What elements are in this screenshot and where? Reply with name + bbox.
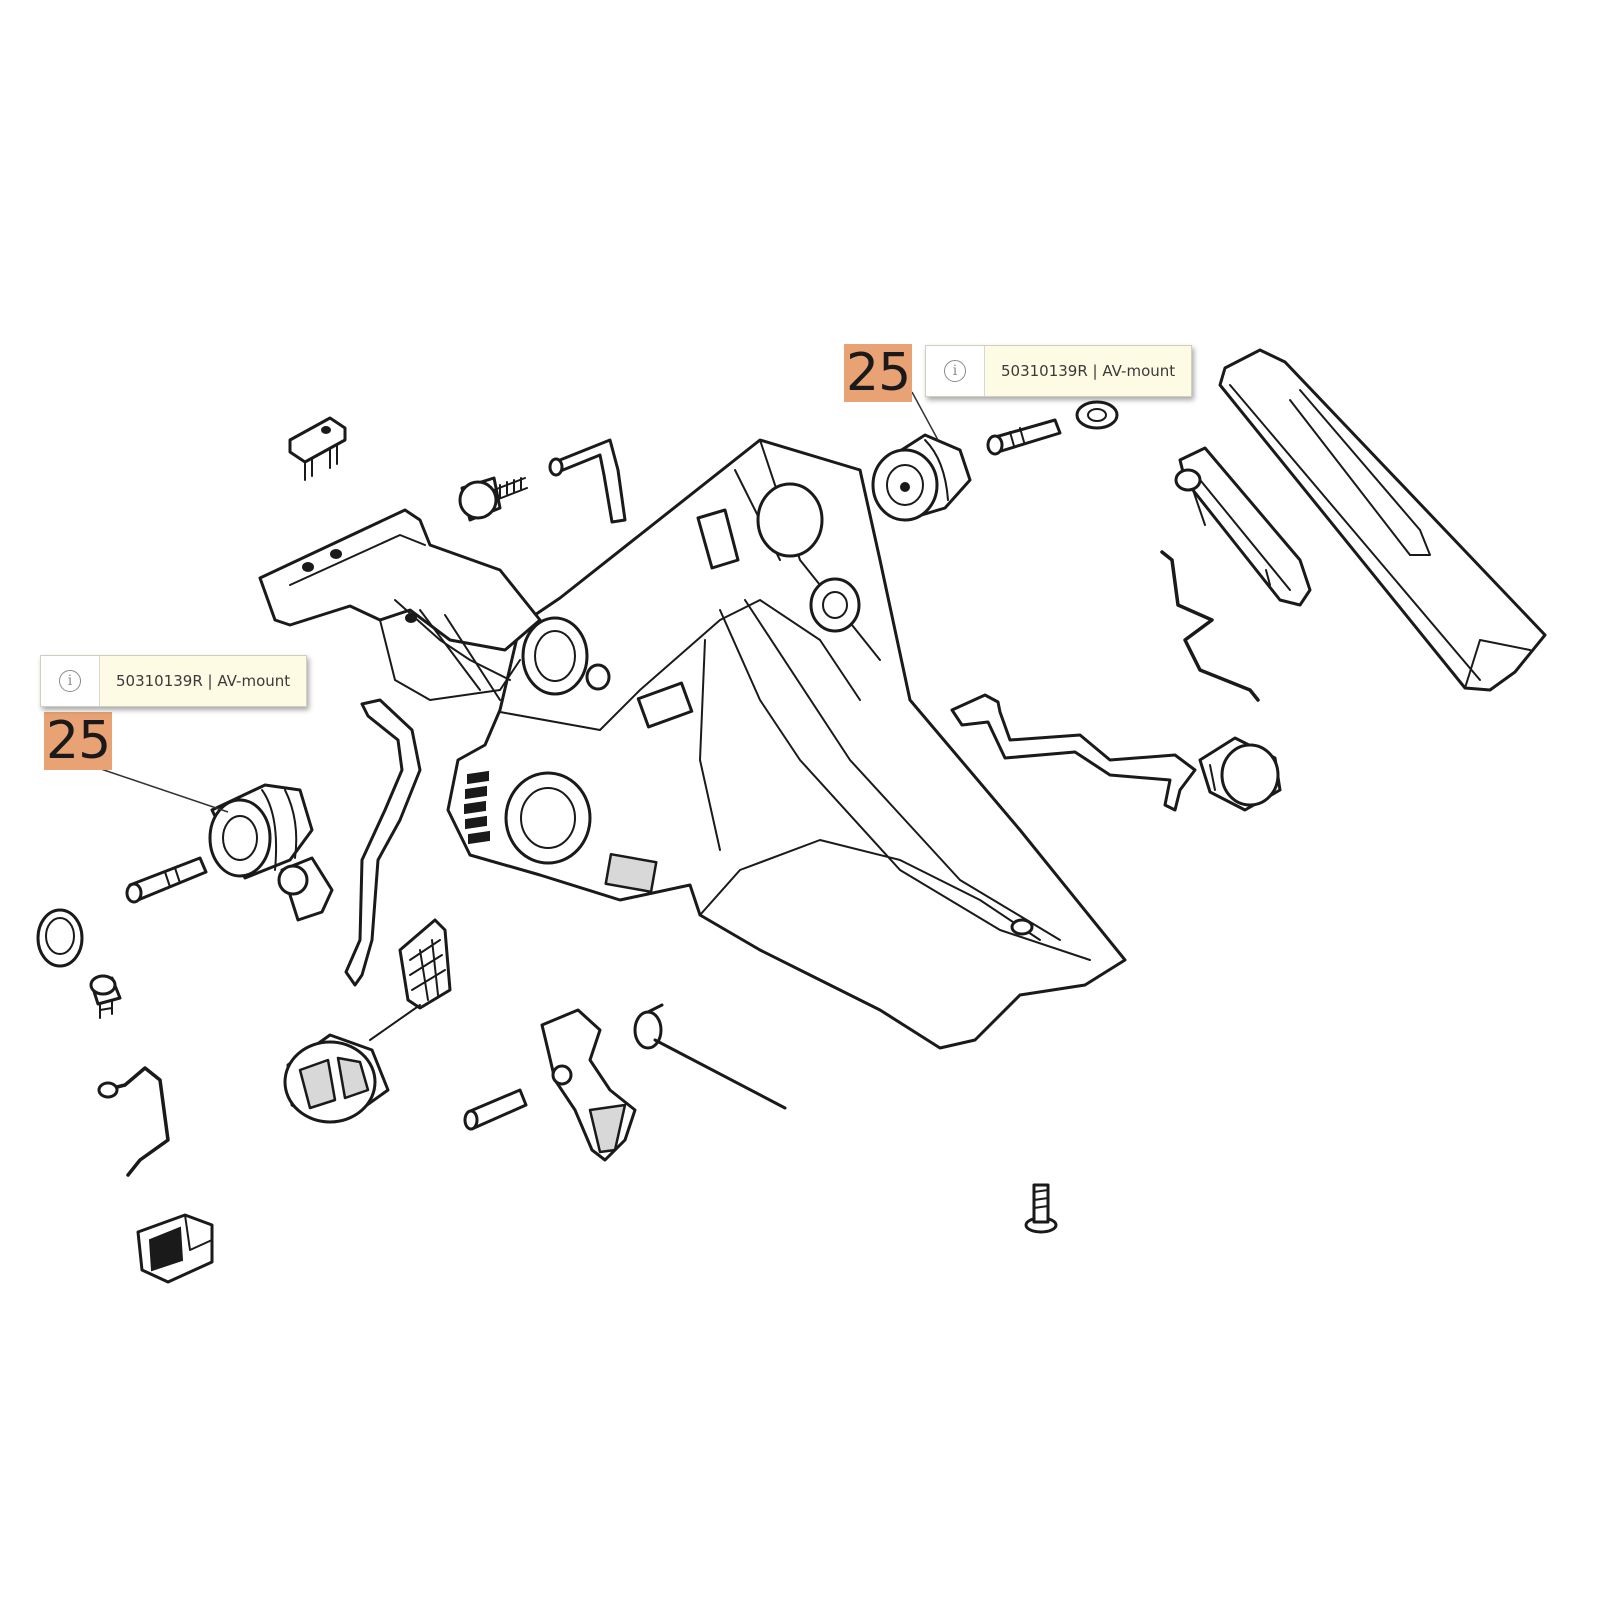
part-tooltip-top: i 50310139R | AV-mount [925, 345, 1193, 397]
av-mount-pin-left [125, 856, 208, 904]
screw-bottom [1024, 1183, 1058, 1234]
info-icon[interactable]: i [944, 360, 966, 382]
hose-right [950, 693, 1197, 812]
torsion-spring [633, 1003, 787, 1110]
chain-guard-plate [1218, 348, 1547, 692]
leader-line-top [911, 391, 939, 441]
hose-curved-left [344, 698, 422, 987]
tooltip-info-cell: i [41, 656, 100, 706]
wire-rod-left [97, 1066, 170, 1177]
fuel-filter-grid [398, 918, 452, 1010]
tank-housing [446, 438, 1127, 1050]
rocker-switch [136, 1213, 214, 1284]
connector-clip [288, 416, 347, 481]
av-mount-top [871, 433, 972, 522]
tooltip-info-cell: i [926, 346, 985, 396]
leader-line-left [97, 767, 229, 813]
tooltip-part-label: 50310139R | AV-mount [1001, 362, 1176, 380]
part-tooltip-left: i 50310139R | AV-mount [40, 655, 308, 707]
throttle-lever [540, 1008, 637, 1162]
front-handle-bracket [258, 508, 542, 701]
wire-rod-right [1160, 550, 1260, 702]
info-icon[interactable]: i [59, 670, 81, 692]
bent-hose-top [548, 438, 627, 524]
bolt-small [458, 476, 528, 522]
screw-left [89, 974, 122, 1019]
primer-bulb [1198, 736, 1282, 812]
callout-number-25-left[interactable]: 25 [44, 711, 113, 771]
callout-number-25-top[interactable]: 25 [844, 343, 913, 403]
av-mount-pin-top [986, 418, 1062, 456]
chain-catcher-bracket [1174, 446, 1312, 607]
pin-middle [463, 1088, 528, 1131]
av-mount-left [208, 783, 314, 880]
plug-left [277, 856, 334, 922]
washer-left [36, 908, 84, 968]
washer-top [1075, 400, 1119, 430]
tooltip-part-label: 50310139R | AV-mount [116, 672, 291, 690]
fuel-cap [283, 1004, 421, 1124]
